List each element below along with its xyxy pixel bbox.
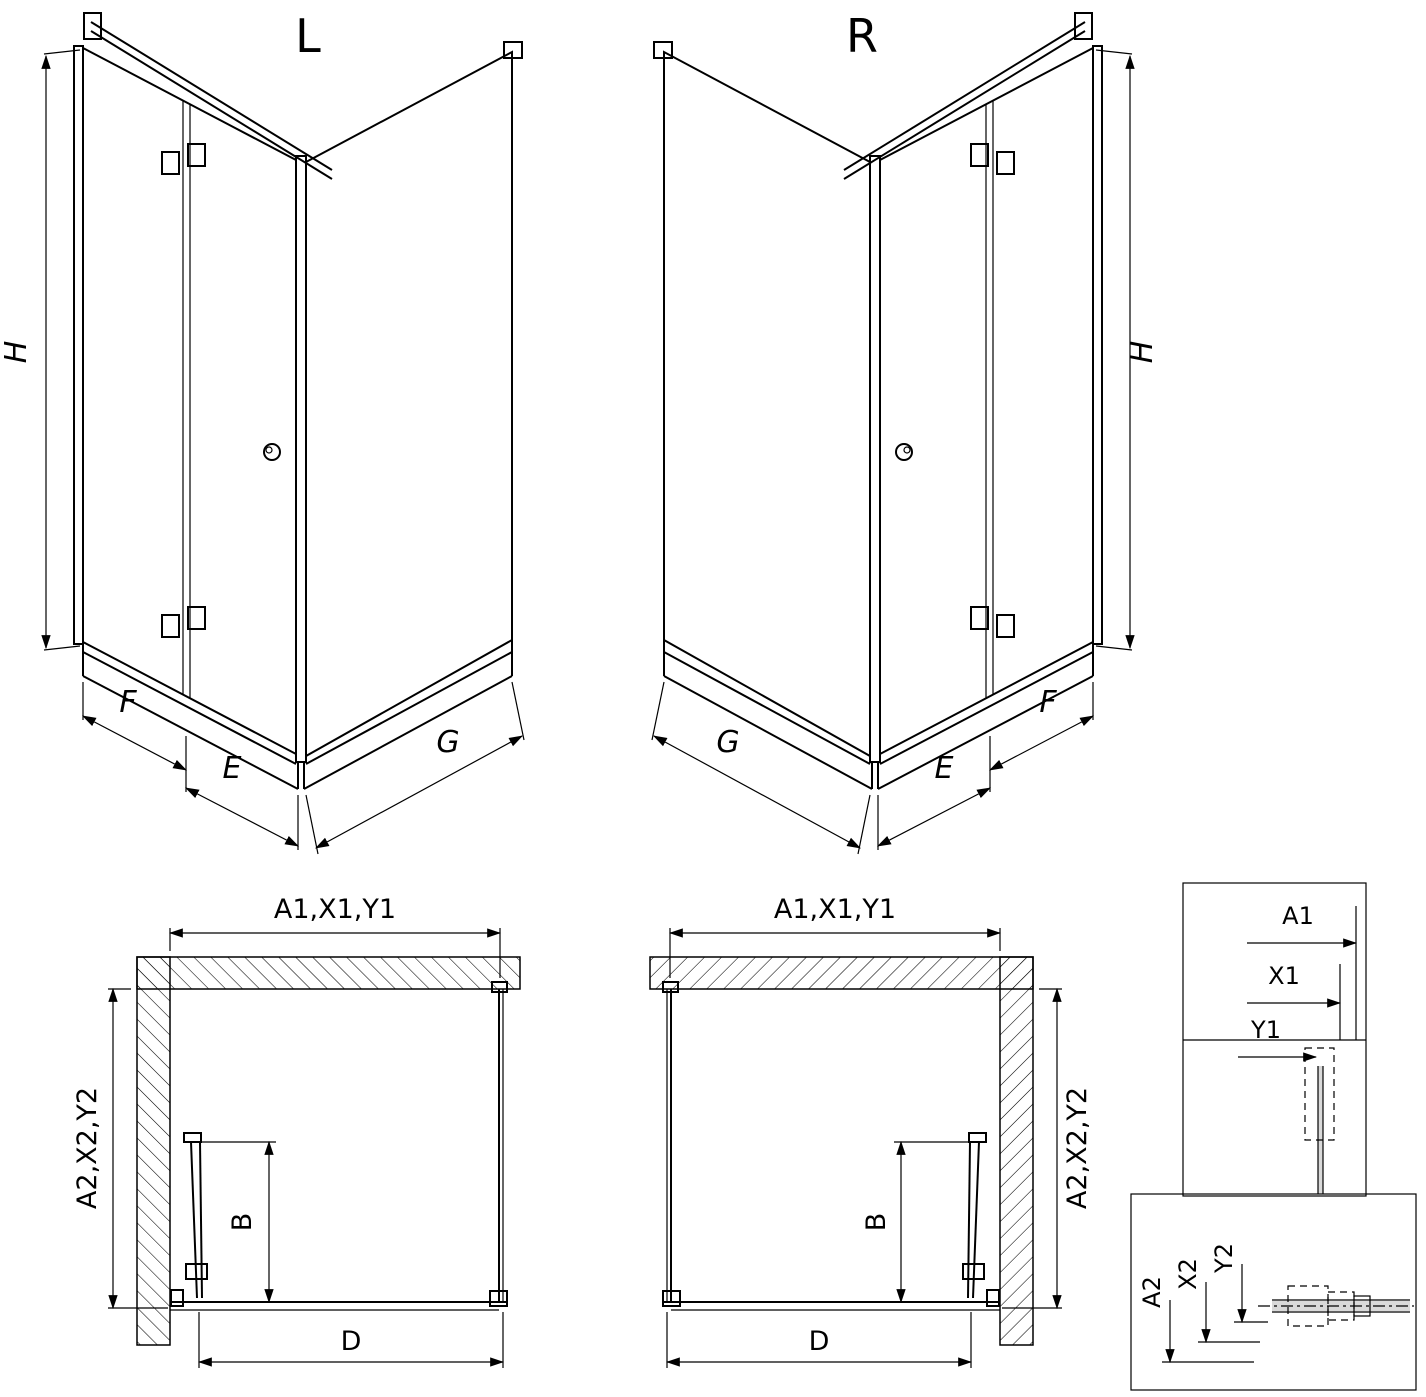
plan-right-geometry <box>650 928 1062 1368</box>
detail-view-width: A1 X1 Y1 <box>1182 882 1367 1197</box>
dim-label-side-left: G <box>436 725 459 760</box>
dim-label-entry-right: E <box>935 751 954 786</box>
detail-view-depth: A2 X2 Y2 <box>1130 1193 1417 1391</box>
detail-depth-frame <box>1130 1193 1417 1391</box>
detail-label-a2: A2 <box>1138 1276 1166 1308</box>
iso-left-title: L <box>295 9 321 63</box>
plan-view-right: A1,X1,Y1 A2,X2,Y2 B D <box>650 894 1093 1368</box>
iso-view-left: L H F E G <box>0 9 524 854</box>
dim-label-depth-side-right: A2,X2,Y2 <box>1062 1087 1093 1209</box>
dim-label-door-left: F <box>119 685 137 720</box>
plan-left-geometry <box>108 928 520 1368</box>
dim-label-door-fold-right: B <box>861 1213 892 1232</box>
dim-label-height-right: H <box>1125 341 1160 364</box>
dim-label-entry-left: E <box>223 751 242 786</box>
dim-label-opening-right: D <box>809 1326 830 1357</box>
detail-label-x2: X2 <box>1174 1258 1202 1290</box>
detail-label-y2: Y2 <box>1210 1243 1238 1274</box>
detail-label-x1: X1 <box>1268 962 1300 990</box>
dim-label-side-right: G <box>716 725 739 760</box>
plan-view-left: A1,X1,Y1 A2,X2,Y2 B D <box>72 894 520 1368</box>
iso-view-right: R H F E G <box>652 9 1160 854</box>
iso-right-title: R <box>846 9 878 63</box>
detail-label-y1: Y1 <box>1250 1016 1281 1044</box>
detail-label-a1: A1 <box>1282 902 1314 930</box>
dim-label-door-right: F <box>1039 685 1057 720</box>
dim-label-door-fold-left: B <box>227 1213 258 1232</box>
dim-label-width-top-left: A1,X1,Y1 <box>274 894 396 925</box>
dim-label-opening-left: D <box>341 1326 362 1357</box>
dim-label-height-left: H <box>0 341 34 364</box>
glass-section-shade <box>1272 1301 1410 1311</box>
profile-outline-dashed <box>1304 1047 1335 1141</box>
dim-label-depth-side-left: A2,X2,Y2 <box>72 1087 103 1209</box>
glass-section-shade <box>1318 1066 1323 1194</box>
dim-label-width-top-right: A1,X1,Y1 <box>774 894 896 925</box>
